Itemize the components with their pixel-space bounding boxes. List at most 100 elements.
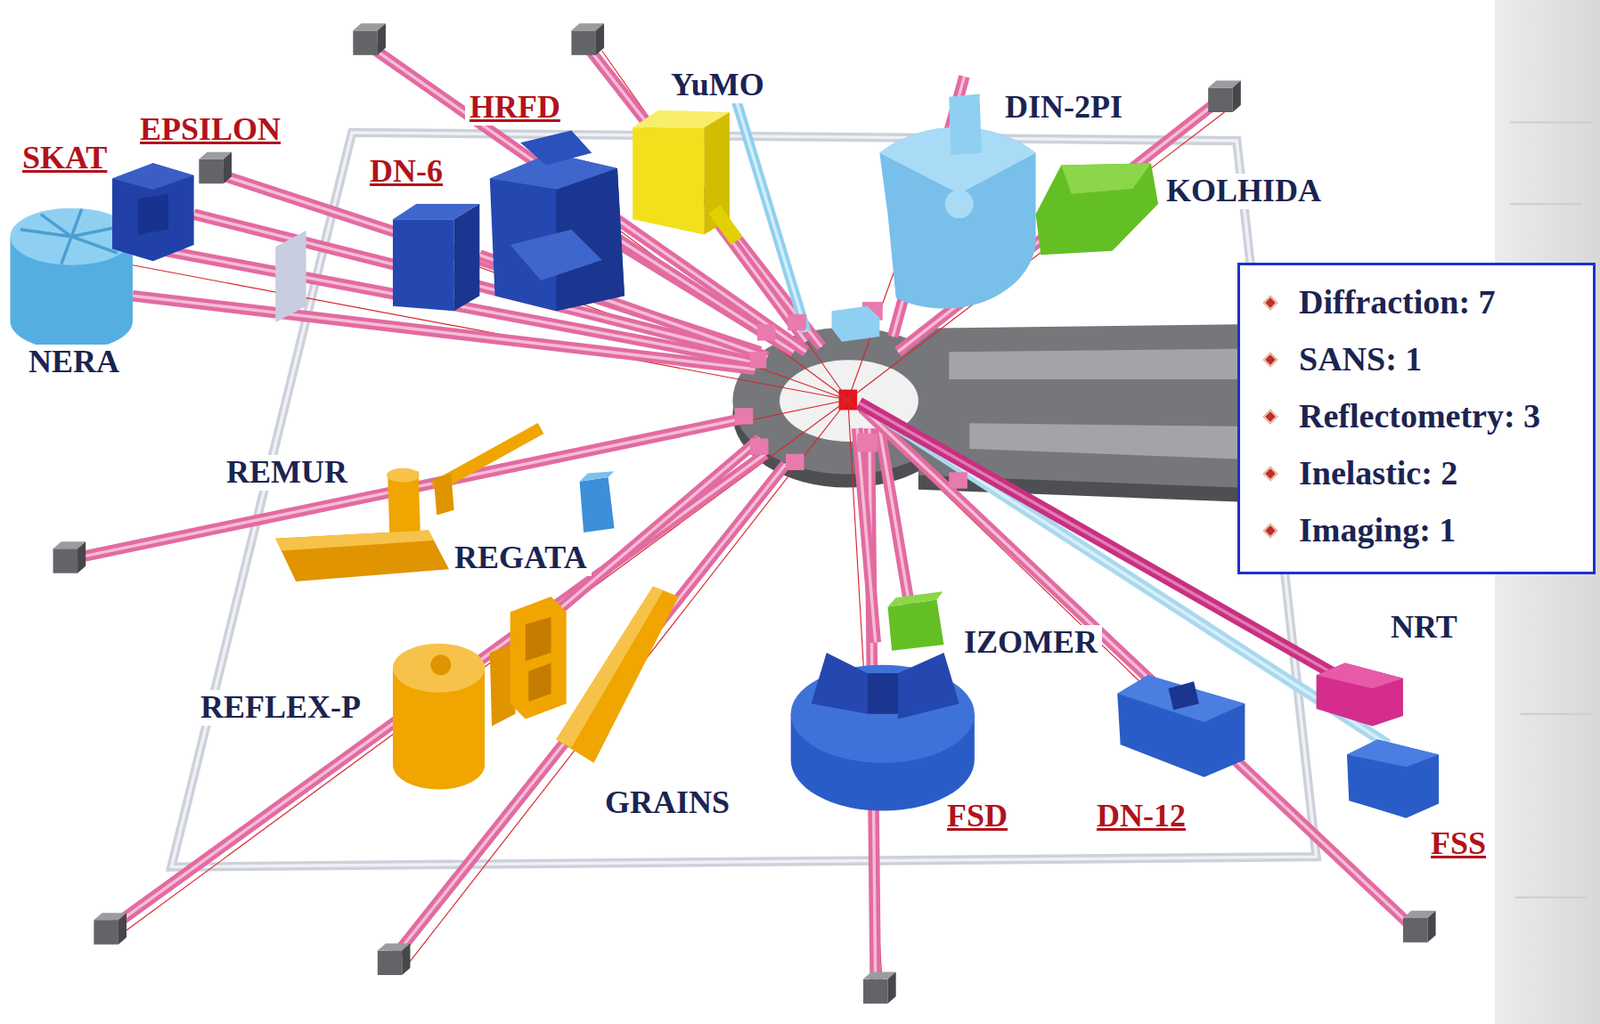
beam-shutters	[750, 439, 769, 456]
caps	[1403, 911, 1437, 944]
shield-plate	[275, 230, 306, 323]
beam-lines	[857, 428, 876, 644]
reflexp-instrument	[510, 596, 567, 719]
kolhida-instrument	[1061, 163, 1152, 194]
dn12-instrument	[1117, 675, 1245, 778]
izomer-instrument	[888, 600, 945, 652]
epsilon-instrument	[138, 194, 169, 236]
grains-instrument	[555, 587, 678, 764]
hrfd-instrument	[510, 229, 603, 281]
reflexp-instrument	[525, 617, 552, 662]
caps	[198, 152, 232, 185]
remur-instrument	[386, 468, 420, 483]
list-row: Diffraction: 7	[1259, 274, 1574, 332]
beam-lines	[71, 46, 1424, 996]
epsilon-instrument	[112, 163, 195, 262]
fsd-instrument	[811, 653, 868, 715]
epsilon-instrument	[112, 163, 195, 262]
caps	[1208, 80, 1241, 113]
category-count: Imaging: 1	[1298, 512, 1456, 550]
instrument-label: YuMO	[666, 67, 769, 104]
instrument-label: FSD	[942, 799, 1013, 835]
summary-box: Diffraction: 7SANS: 1Reflectometry: 3Ine…	[1237, 262, 1596, 575]
reflexp-instrument	[392, 644, 485, 694]
reactor	[969, 423, 1238, 459]
regata-instrument	[579, 471, 615, 533]
fsd-instrument	[897, 653, 960, 719]
instrument-label: DN-12	[1092, 799, 1191, 835]
beam-lines	[369, 46, 807, 353]
small-detector	[832, 306, 881, 343]
reflexp-instrument	[392, 596, 567, 790]
grains-instrument	[555, 587, 678, 764]
beam-shutters	[734, 408, 754, 425]
instrument-label: REGATA	[449, 540, 592, 577]
dn6-instrument	[392, 219, 455, 311]
category-count: Reflectometry: 3	[1298, 398, 1541, 436]
instrument-label: HRFD	[465, 89, 565, 126]
fsd-instrument	[867, 673, 898, 715]
instrument-label: KOLHIDA	[1161, 173, 1326, 210]
beam-lines	[369, 46, 807, 353]
instrument-label: GRAINS	[600, 785, 735, 822]
instrument-label: NERA	[24, 344, 124, 381]
shield-plate	[275, 230, 306, 323]
list-row: Inelastic: 2	[1259, 445, 1574, 503]
izomer-instrument	[888, 591, 944, 607]
instrument-label: SKAT	[17, 140, 112, 177]
beam-lines	[76, 50, 1424, 996]
beam-shutters	[750, 351, 767, 368]
dn6-instrument	[392, 204, 480, 311]
instrument-label: IZOMER	[959, 625, 1103, 662]
hrfd-instrument	[489, 130, 625, 312]
beam-lines	[555, 439, 760, 613]
instrument-label: REFLEX-P	[195, 690, 366, 727]
instrument-label: DIN-2PI	[1000, 89, 1127, 126]
reflexp-instrument	[430, 654, 451, 676]
din2pi-instrument	[948, 93, 982, 156]
fsd-instrument	[791, 653, 975, 812]
nrt-instrument	[1316, 663, 1404, 727]
beam-shutters	[734, 302, 968, 490]
yumo-instrument	[714, 209, 737, 242]
instrument-label: DN-6	[365, 154, 448, 190]
remur-instrument	[275, 530, 434, 552]
list-row: Reflectometry: 3	[1259, 388, 1574, 446]
din2pi-instrument	[879, 93, 1036, 309]
beam-shutters	[787, 314, 807, 331]
regata-instrument	[579, 477, 615, 533]
yumo-instrument	[632, 127, 704, 235]
instrument-label: NRT	[1386, 610, 1462, 646]
bullet-mark	[1263, 295, 1279, 311]
izomer-instrument	[888, 591, 945, 651]
beam-lines	[736, 102, 807, 333]
bullet-mark	[1263, 409, 1279, 425]
beam-lines	[555, 439, 760, 613]
nera-skat-instrument	[20, 209, 121, 265]
reactor	[948, 349, 1238, 380]
nrt-instrument	[1316, 663, 1404, 690]
fss-instrument	[1346, 739, 1439, 768]
beam-shutters	[948, 472, 968, 489]
caps	[53, 541, 87, 574]
instrument-label: FSS	[1426, 826, 1491, 863]
din2pi-instrument	[945, 189, 974, 219]
list-row: Imaging: 1	[1259, 502, 1574, 560]
hrfd-instrument	[520, 130, 592, 166]
category-count: Inelastic: 2	[1298, 455, 1458, 493]
reflexp-instrument	[528, 663, 551, 703]
instrument-label: EPSILON	[135, 112, 286, 148]
fss-instrument	[1346, 739, 1439, 818]
fss-instrument	[1346, 739, 1439, 818]
category-count: Diffraction: 7	[1298, 284, 1496, 322]
beam-lines	[392, 464, 786, 960]
kolhida-instrument	[1036, 163, 1159, 255]
dn6-instrument	[454, 204, 481, 311]
beam-shutters	[785, 454, 805, 471]
caps	[571, 23, 605, 56]
remur-instrument	[433, 473, 455, 515]
dn12-instrument	[1117, 675, 1245, 778]
epsilon-instrument	[112, 163, 195, 190]
beam-lines	[857, 428, 876, 644]
bullet-mark	[1263, 466, 1279, 482]
